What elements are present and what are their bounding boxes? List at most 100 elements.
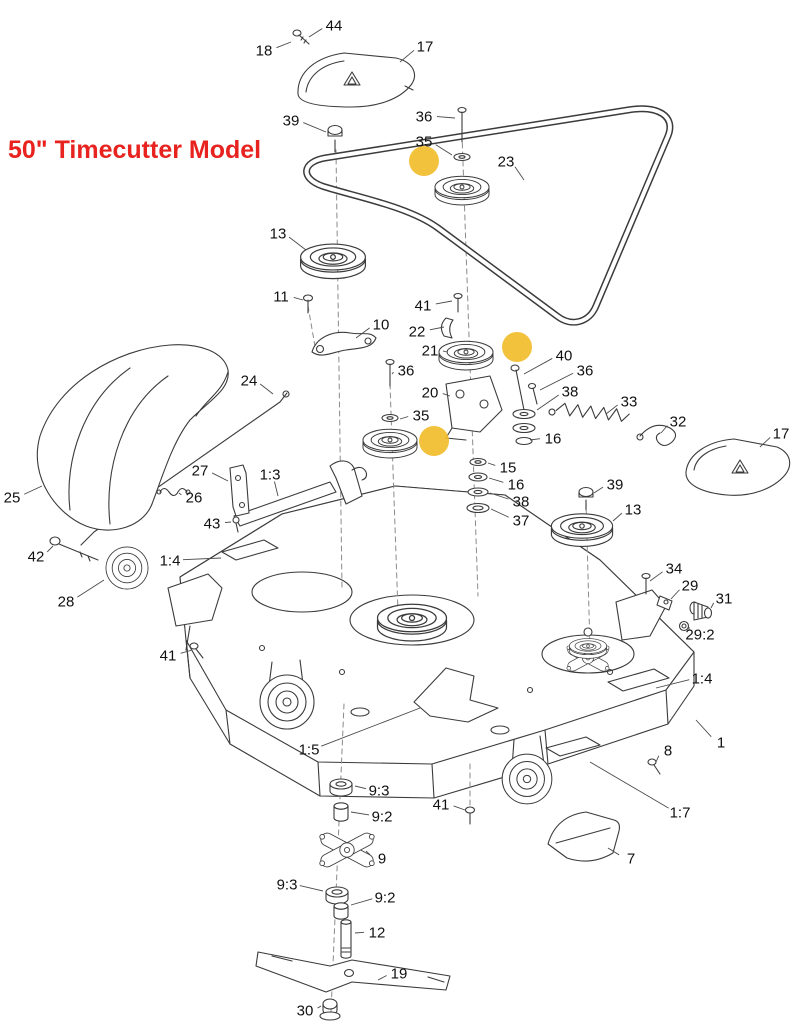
leader-line <box>355 327 370 339</box>
part-label-15: 15 <box>500 459 517 476</box>
front-left-wheel <box>259 659 315 730</box>
part-label-42: 42 <box>28 548 45 565</box>
part-label-44: 44 <box>326 17 343 34</box>
part-label-1:5: 1:5 <box>299 741 320 758</box>
leader-line <box>288 236 307 251</box>
part-label-36: 36 <box>416 108 433 125</box>
leader-line <box>399 49 415 63</box>
leader-line <box>490 508 509 518</box>
bracket-27 <box>229 464 250 517</box>
pulley-13-left <box>300 243 366 280</box>
deck-spindle-pulley-left <box>376 603 448 642</box>
part-label-18: 18 <box>256 42 273 59</box>
caster-bracket-left <box>167 573 223 651</box>
leader-line <box>529 438 541 441</box>
part-label-13: 13 <box>270 225 287 242</box>
leader-line <box>607 847 620 856</box>
bracket-20 <box>445 375 503 441</box>
leader-line <box>660 425 668 434</box>
part-label-29: 29 <box>682 577 699 594</box>
part-label-38: 38 <box>513 493 530 510</box>
bolt-41-mid <box>453 292 463 313</box>
clip-29 <box>656 595 673 611</box>
part-label-19: 19 <box>391 965 408 982</box>
spider-hub-9 <box>318 830 376 870</box>
leader-line <box>605 404 618 415</box>
washer-35-top <box>453 152 471 162</box>
part-label-1:4: 1:4 <box>160 552 181 569</box>
part-label-1:3: 1:3 <box>260 466 281 483</box>
part-label-37: 37 <box>513 512 530 529</box>
leader-line <box>487 462 496 466</box>
part-label-11: 11 <box>273 288 289 305</box>
bolt-11 <box>302 294 314 314</box>
part-label-39: 39 <box>283 112 300 129</box>
part-label-9:2: 9:2 <box>375 889 396 906</box>
highlight-marker <box>502 332 532 362</box>
part-label-32: 32 <box>670 413 687 430</box>
leader-line <box>488 477 504 483</box>
part-label-33: 33 <box>621 393 638 410</box>
bolt-8 <box>647 758 661 775</box>
part-label-9:3: 9:3 <box>369 782 390 799</box>
part-label-23: 23 <box>498 153 515 170</box>
part-label-1:4: 1:4 <box>692 670 713 687</box>
part-label-34: 34 <box>666 560 683 577</box>
bolt-40 <box>510 364 525 411</box>
pulley-idler-mid <box>362 428 418 459</box>
deck-spindle-right <box>565 627 611 674</box>
part-label-41: 41 <box>415 297 432 314</box>
idler-arm-10 <box>311 331 377 356</box>
part-label-1:7: 1:7 <box>670 804 691 821</box>
leader-line <box>489 492 509 500</box>
leader-line <box>317 1005 322 1009</box>
spring-33 <box>548 402 630 422</box>
part-label-29:2: 29:2 <box>685 626 714 643</box>
bolt-41-bottom <box>464 806 476 825</box>
part-label-35: 35 <box>416 133 433 150</box>
leader-line <box>453 805 466 811</box>
leader-line <box>649 571 663 582</box>
part-label-25: 25 <box>4 489 21 506</box>
shaft-12 <box>340 919 352 959</box>
decal-1-7 <box>545 736 601 757</box>
leader-line <box>365 850 371 856</box>
pulley-top-idler <box>434 175 490 206</box>
leader-line <box>77 579 105 598</box>
part-label-9:3: 9:3 <box>277 876 298 893</box>
leader-line <box>350 898 373 906</box>
leader-line <box>391 371 394 375</box>
leader-line <box>655 679 690 689</box>
part-label-36: 36 <box>577 362 594 379</box>
leader-line <box>442 393 451 397</box>
part-label-10: 10 <box>373 316 390 333</box>
leader-line <box>308 28 323 38</box>
part-label-12: 12 <box>369 924 386 941</box>
leader-line <box>180 649 193 654</box>
leader-line <box>429 326 445 331</box>
blade-19 <box>255 951 451 993</box>
bolt-39-left <box>327 124 343 153</box>
washer-stack-15-16-38-37 <box>466 457 490 514</box>
washer-35-mid <box>381 413 399 423</box>
plate-7 <box>547 811 620 862</box>
front-right-wheel <box>501 735 553 805</box>
leader-line <box>377 975 387 981</box>
part-label-21: 21 <box>422 342 439 359</box>
part-label-41: 41 <box>433 796 450 813</box>
bolt-36-right <box>527 382 538 405</box>
leader-line <box>276 41 292 49</box>
part-label-28: 28 <box>58 593 75 610</box>
part-label-9:2: 9:2 <box>372 808 393 825</box>
pulley-13-right <box>550 513 614 547</box>
leader-line <box>670 589 680 600</box>
part-label-39: 39 <box>607 476 624 493</box>
bolt-41-left <box>189 642 204 659</box>
bolt-36-top <box>457 106 467 143</box>
leader-line <box>435 300 453 305</box>
spacer-22 <box>440 317 454 339</box>
belt-23 <box>303 105 674 326</box>
leader-line <box>655 755 660 763</box>
part-label-17: 17 <box>417 38 434 55</box>
